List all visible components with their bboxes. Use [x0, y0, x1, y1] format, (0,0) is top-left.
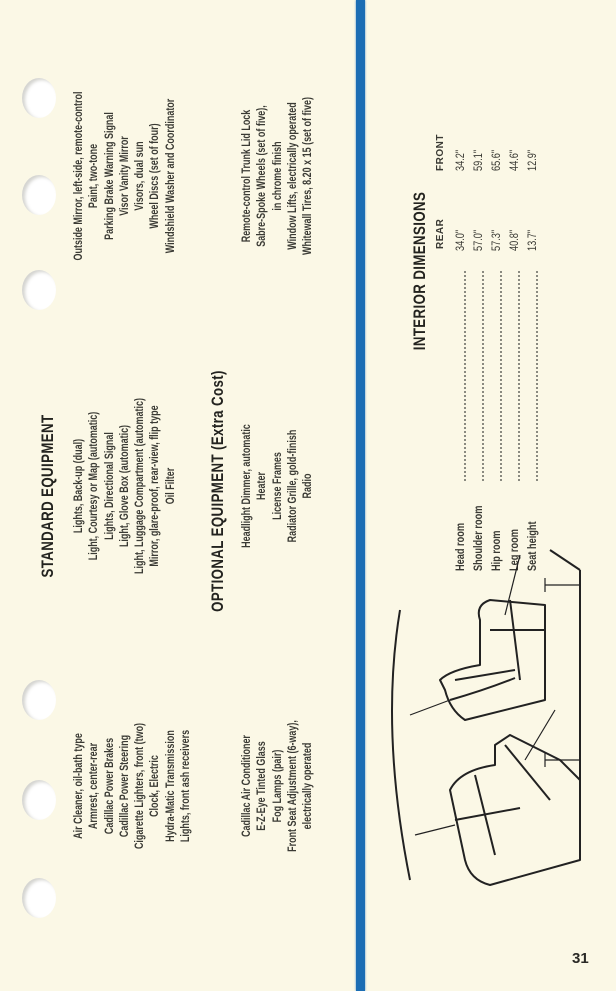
rear-seat [449, 734, 581, 886]
front-value: 59.1" [473, 149, 485, 171]
standard-equipment-col1: Air Cleaner, oil-bath type Armrest, cent… [72, 671, 194, 901]
list-item: Light, Glove Box (automatic) [118, 424, 131, 548]
list-item: Paint, two-tone [88, 143, 101, 209]
list-item: E-Z-Eye Tinted Glass [256, 741, 269, 831]
list-item: Radiator Grille, gold-finish [286, 429, 299, 543]
column-header-rear: REAR [435, 218, 446, 249]
list-item: Heater [256, 472, 269, 500]
list-item: Sabre-Spoke Wheels (set of five), [256, 105, 269, 247]
front-value: 44.6" [509, 149, 521, 171]
optional-equipment-col1: Cadillac Air Conditioner E-Z-Eye Tinted … [240, 671, 316, 901]
list-item: Wheel Discs (set of four) [149, 123, 162, 229]
table-row: Seat height 13.7" 12.9" [527, 11, 545, 571]
table-row: Hip room 57.3" 65.6" [491, 11, 509, 571]
rear-value: 13.7" [527, 229, 539, 251]
list-item: Front Seat Adjustment (6-way), [286, 720, 299, 852]
binder-hole [22, 680, 56, 720]
standard-equipment-title: STANDARD EQUIPMENT [38, 414, 57, 578]
list-item: Fog Lamps (pair) [271, 749, 284, 823]
binder-hole [22, 878, 56, 918]
list-item: Lights, Directional Signal [103, 432, 116, 540]
list-item: electrically operated [302, 742, 315, 830]
binder-hole [22, 780, 56, 820]
rear-value: 40.8" [509, 229, 521, 251]
leader-dots [482, 271, 484, 481]
binder-hole [22, 78, 56, 118]
front-value: 65.6" [491, 149, 503, 171]
blue-divider-stripe [356, 0, 365, 991]
optional-equipment-col3: Remote-control Trunk Lid Lock Sabre-Spok… [240, 51, 316, 301]
standard-equipment-col3: Outside Mirror, left-side, remote-contro… [72, 51, 179, 301]
list-item: Parking Brake Warning Signal [103, 112, 116, 240]
rear-value: 57.3" [491, 229, 503, 251]
table-row: Head room 34.0" 34.2" [455, 11, 473, 571]
interior-dimensions-title: INTERIOR DIMENSIONS [410, 191, 429, 351]
list-item: Oil Filter [164, 467, 177, 505]
front-value: 34.2" [455, 149, 467, 171]
standard-equipment-col2: Lights, Back-up (dual) Light, Courtesy o… [72, 371, 179, 601]
list-item: Window Lifts, electrically operated [286, 102, 299, 250]
list-item: Light, Luggage Compartment (automatic) [134, 398, 147, 574]
list-item: Armrest, center-rear [88, 742, 101, 830]
list-item: Remote-control Trunk Lid Lock [241, 109, 253, 243]
leader-dots [464, 271, 466, 481]
list-item: Visor Vanity Mirror [118, 136, 131, 216]
page-number: 31 [572, 950, 589, 967]
leader-dots [518, 271, 520, 481]
column-header-front: FRONT [435, 134, 446, 171]
list-item: Outside Mirror, left-side, remote-contro… [73, 91, 85, 261]
list-item: Headlight Dimmer, automatic [241, 424, 253, 548]
list-item: Hydra-Matic Transmission [164, 730, 177, 842]
list-item: Light, Courtesy or Map (automatic) [88, 411, 101, 561]
binder-hole [22, 175, 56, 215]
table-row: Leg room 40.8" 44.6" [509, 11, 527, 571]
front-seat [439, 599, 546, 721]
leader-dots [536, 271, 538, 481]
rear-value: 57.0" [473, 229, 485, 251]
list-item: Windshield Washer and Coordinator [164, 98, 177, 254]
list-item: Cadillac Power Brakes [103, 737, 116, 835]
list-item: Cadillac Air Conditioner [241, 735, 253, 837]
list-item: in chrome finish [271, 141, 284, 211]
roof-outline [391, 609, 411, 881]
seat-dimension-diagram [391, 549, 581, 886]
table-row: Shoulder room 57.0" 59.1" [473, 11, 491, 571]
list-item: Cigarette Lighters, front (two) [134, 722, 147, 850]
list-item: Visors, dual sun [134, 141, 147, 211]
rear-value: 34.0" [455, 229, 467, 251]
list-item: Mirror, glare-proof, rear-view, flip typ… [149, 405, 162, 567]
list-item: Clock, Electric [149, 755, 162, 817]
list-item: Whitewall Tires, 8.20 x 15 (set of five) [302, 97, 315, 255]
front-value: 12.9" [527, 149, 539, 171]
optional-equipment-col2: Headlight Dimmer, automatic Heater Licen… [240, 371, 316, 601]
list-item: Lights, Back-up (dual) [73, 438, 85, 534]
list-item: Lights, front ash receivers [180, 729, 193, 843]
list-item: Cadillac Power Steering [118, 734, 131, 838]
leader-dots [500, 271, 502, 481]
list-item: Air Cleaner, oil-bath type [73, 733, 85, 839]
list-item: Radio [302, 473, 315, 499]
list-item: License Frames [271, 452, 284, 520]
optional-equipment-title: OPTIONAL EQUIPMENT (Extra Cost) [208, 370, 227, 612]
binder-hole [22, 270, 56, 310]
